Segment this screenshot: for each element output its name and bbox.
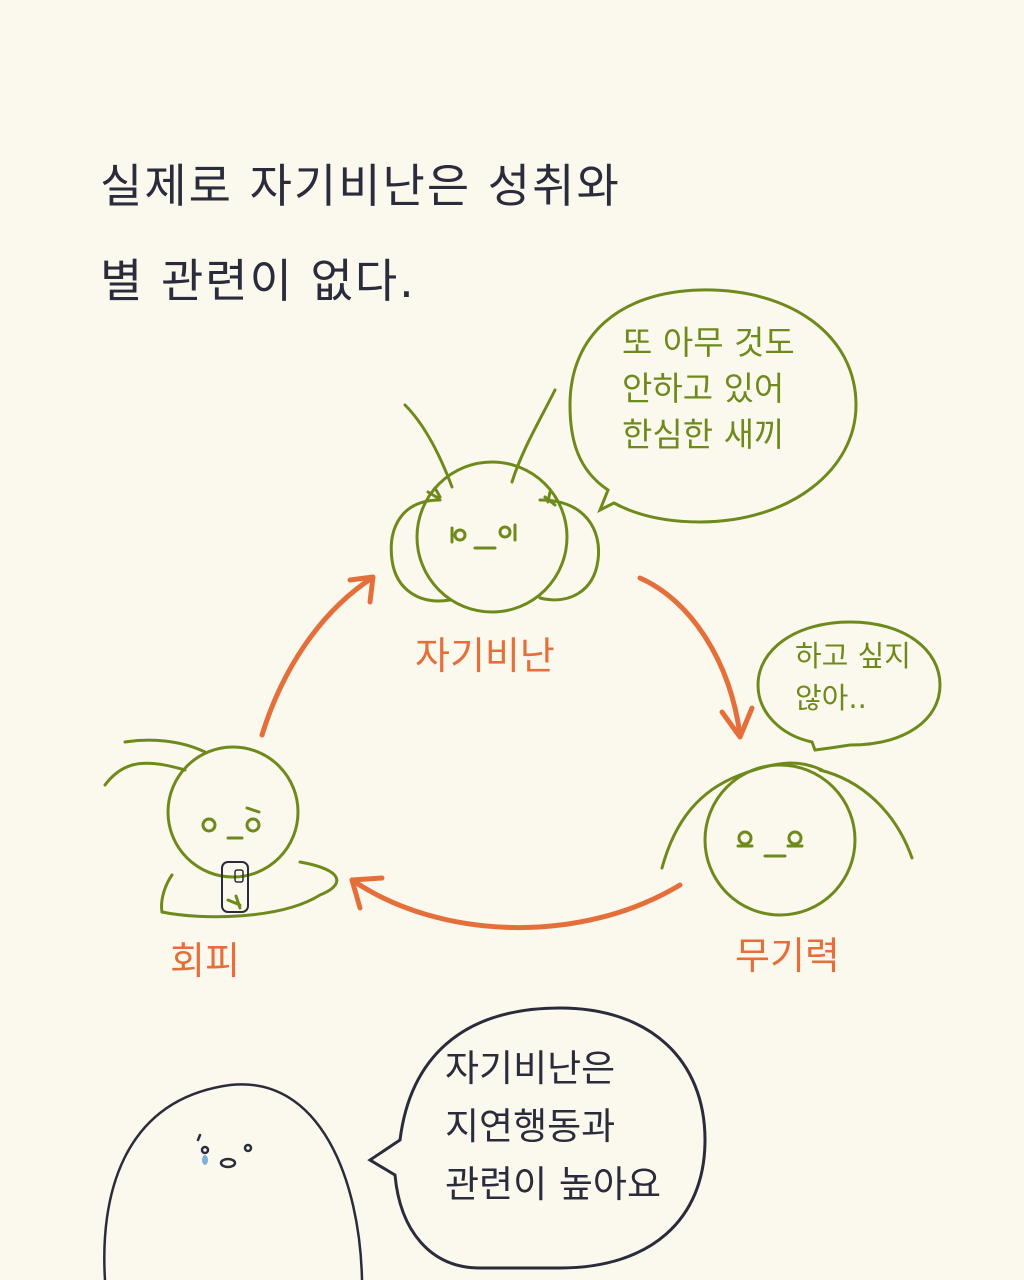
label-self-blame: 자기비난 [415,634,555,678]
narrator-ghost [103,1083,364,1280]
tear-drop [202,1155,208,1165]
narrator-speech: 자기비난은 지연행동과 관련이 높아요 [445,1040,661,1214]
label-avoidance: 회피 [170,939,240,983]
speech-line: 안하고 있어 [622,369,785,408]
self-blame-speech: 또 아무 것도 안하고 있어 한심한 새끼 [622,320,795,458]
self-blame-character [389,388,601,614]
lethargy-speech: 하고 싶지 않아.. [795,635,911,719]
speech-line: 또 아무 것도 [622,323,795,362]
speech-line: 한심한 새끼 [622,415,785,454]
arrow-to-lethargy [637,575,743,738]
top-speech-bubble [568,288,858,524]
arrow-to-self-blame-head [347,574,376,605]
speech-line: 지연행동과 [445,1105,616,1148]
speech-line: 관련이 높아요 [445,1163,662,1206]
label-lethargy: 무기력 [735,934,840,978]
headline-line-1: 실제로 자기비난은 성취와 [100,159,621,213]
lethargy-character [660,761,914,917]
avoidance-character [103,738,339,919]
narrator-speech-bubble [367,1006,707,1270]
speech-line: 자기비난은 [445,1047,616,1090]
speech-line: 하고 싶지 [795,639,911,673]
arrow-to-avoidance-head [349,875,385,911]
arrow-to-avoidance [349,877,683,930]
arrow-to-self-blame [259,575,375,738]
headline-line-2: 별 관련이 없다. [100,254,416,308]
right-speech-bubble [756,620,942,752]
speech-line: 않아.. [795,681,867,715]
arrow-to-lethargy-head [719,705,755,740]
cycle-arrows [259,574,755,930]
